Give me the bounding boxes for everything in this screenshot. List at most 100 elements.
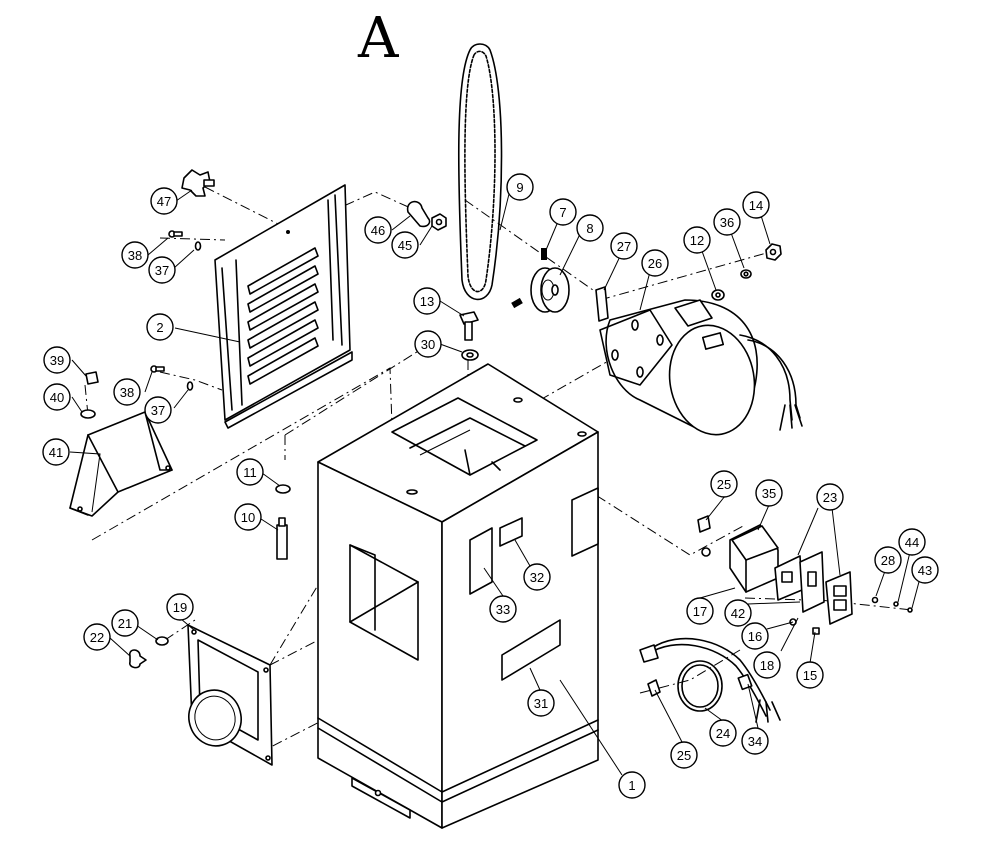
callout-number: 24 bbox=[716, 726, 730, 741]
pin-and-clip bbox=[275, 484, 291, 560]
callout-number: 45 bbox=[398, 238, 412, 253]
callout-circle bbox=[874, 546, 902, 574]
callout-circle bbox=[741, 622, 769, 650]
callout-number: 7 bbox=[559, 205, 566, 220]
callout-number: 26 bbox=[648, 256, 662, 271]
callout-number: 17 bbox=[693, 604, 707, 619]
callout-circle bbox=[42, 438, 70, 466]
motor-pulley bbox=[511, 248, 570, 313]
callout-circle bbox=[686, 597, 714, 625]
callout-number: 1 bbox=[628, 778, 635, 793]
callout-circle bbox=[741, 727, 769, 755]
callout-circle bbox=[43, 383, 71, 411]
switch-assembly bbox=[774, 551, 913, 635]
callout-circle bbox=[43, 346, 71, 374]
callout-circle bbox=[755, 479, 783, 507]
callout-14: 14 bbox=[742, 191, 770, 219]
callout-circle bbox=[166, 593, 194, 621]
callout-number: 41 bbox=[49, 445, 63, 460]
callout-circle bbox=[670, 741, 698, 769]
dust-chute bbox=[129, 624, 273, 766]
callout-number: 25 bbox=[717, 477, 731, 492]
callout-circle bbox=[391, 231, 419, 259]
callout-number: 2 bbox=[156, 320, 163, 335]
callout-46: 46 bbox=[364, 216, 392, 244]
callout-circle bbox=[364, 216, 392, 244]
callout-number: 42 bbox=[731, 606, 745, 621]
diagram-title: A bbox=[357, 6, 399, 71]
callout-number: 30 bbox=[421, 337, 435, 352]
callout-32: 32 bbox=[523, 563, 551, 591]
callout-number: 16 bbox=[748, 629, 762, 644]
callout-18: 18 bbox=[753, 651, 781, 679]
callout-number: 13 bbox=[420, 294, 434, 309]
callout-circle bbox=[489, 595, 517, 623]
callout-circle bbox=[523, 563, 551, 591]
callout-number: 37 bbox=[155, 263, 169, 278]
callout-31: 31 bbox=[527, 689, 555, 717]
callout-number: 47 bbox=[157, 194, 171, 209]
cabinet-body bbox=[317, 363, 599, 829]
callout-number: 43 bbox=[918, 563, 932, 578]
callout-number: 39 bbox=[50, 353, 64, 368]
callout-17: 17 bbox=[686, 597, 714, 625]
bolt-and-washer bbox=[459, 311, 479, 361]
motor bbox=[599, 299, 803, 436]
callout-40: 40 bbox=[43, 383, 71, 411]
callout-circle bbox=[724, 599, 752, 627]
guard-bracket bbox=[69, 371, 173, 517]
callout-15: 15 bbox=[796, 661, 824, 689]
callout-number: 31 bbox=[534, 696, 548, 711]
power-cord bbox=[639, 637, 781, 723]
callout-number: 34 bbox=[748, 734, 762, 749]
callout-circle bbox=[709, 719, 737, 747]
callout-21: 21 bbox=[111, 609, 139, 637]
callout-circle bbox=[742, 191, 770, 219]
callout-circle bbox=[146, 313, 174, 341]
callout-circle bbox=[236, 458, 264, 486]
callout-number: 10 bbox=[241, 510, 255, 525]
callout-number: 38 bbox=[120, 385, 134, 400]
callout-26: 26 bbox=[641, 249, 669, 277]
callout-7: 7 bbox=[549, 198, 577, 226]
callout-number: 18 bbox=[760, 658, 774, 673]
callout-number: 14 bbox=[749, 198, 763, 213]
callout-circle bbox=[527, 689, 555, 717]
callout-39: 39 bbox=[43, 346, 71, 374]
shaft-key bbox=[595, 286, 609, 322]
callout-38: 38 bbox=[113, 378, 141, 406]
callout-number: 11 bbox=[243, 465, 257, 480]
callout-circle bbox=[144, 396, 172, 424]
callout-circle bbox=[150, 187, 178, 215]
callout-number: 37 bbox=[151, 403, 165, 418]
callout-33: 33 bbox=[489, 595, 517, 623]
louvered-panel bbox=[214, 184, 353, 429]
callout-41: 41 bbox=[42, 438, 70, 466]
callout-25: 25 bbox=[670, 741, 698, 769]
panel-screws-bottom bbox=[150, 365, 194, 391]
callout-number: 19 bbox=[173, 600, 187, 615]
callout-19: 19 bbox=[166, 593, 194, 621]
callout-9: 9 bbox=[506, 173, 534, 201]
callout-number: 15 bbox=[803, 668, 817, 683]
drive-belt bbox=[457, 43, 503, 301]
callout-number: 28 bbox=[881, 553, 895, 568]
callout-1: 1 bbox=[618, 771, 646, 799]
callout-number: 25 bbox=[677, 748, 691, 763]
callout-circle bbox=[898, 528, 926, 556]
callout-circle bbox=[234, 503, 262, 531]
callout-11: 11 bbox=[236, 458, 264, 486]
callout-44: 44 bbox=[898, 528, 926, 556]
leader-lines bbox=[69, 189, 921, 776]
callout-circle bbox=[111, 609, 139, 637]
callout-number: 21 bbox=[118, 616, 132, 631]
callout-circle bbox=[618, 771, 646, 799]
callout-circle bbox=[713, 208, 741, 236]
callout-38: 38 bbox=[121, 241, 149, 269]
motor-hardware bbox=[711, 243, 782, 301]
callout-circle bbox=[413, 287, 441, 315]
callout-42: 42 bbox=[724, 599, 752, 627]
callout-number: 38 bbox=[128, 248, 142, 263]
